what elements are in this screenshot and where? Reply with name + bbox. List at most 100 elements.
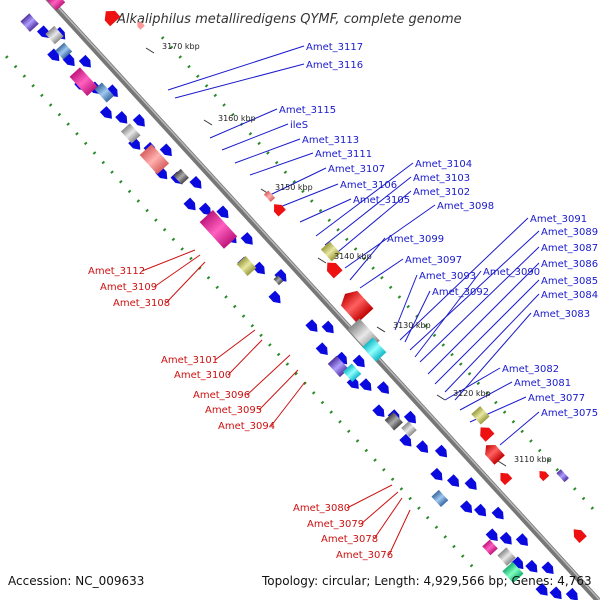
gc-dot bbox=[459, 362, 463, 366]
gene-arrow bbox=[305, 319, 318, 332]
gene-block bbox=[69, 67, 98, 97]
gene-label: Amet_3100 bbox=[174, 370, 231, 381]
gene-block bbox=[45, 25, 64, 45]
gene-block bbox=[482, 539, 498, 556]
gc-dot bbox=[467, 372, 472, 376]
gc-dot bbox=[460, 554, 465, 558]
gene-arrow bbox=[416, 440, 429, 453]
gene-block bbox=[273, 275, 284, 286]
gene-label: Amet_3083 bbox=[533, 309, 590, 320]
gc-dot bbox=[248, 132, 253, 136]
leader-line bbox=[209, 108, 278, 139]
gc-dot bbox=[380, 276, 384, 280]
gc-dot bbox=[83, 141, 88, 146]
gene-label: Amet_3095 bbox=[205, 405, 262, 416]
gene-arrow bbox=[189, 175, 202, 189]
gene-arrow bbox=[268, 290, 281, 304]
gene-arrow bbox=[252, 261, 265, 275]
tick-mark bbox=[145, 47, 155, 54]
leader-line bbox=[414, 270, 482, 358]
gene-block bbox=[139, 144, 170, 175]
accession-text: Accession: NC_009633 bbox=[8, 574, 144, 588]
gene-arrow bbox=[565, 587, 578, 600]
gc-dot bbox=[213, 93, 218, 98]
leader-line bbox=[360, 491, 399, 525]
gc-dot bbox=[283, 170, 288, 174]
tick-label-3160: 3160 kbp bbox=[218, 114, 256, 123]
gene-label: Amet_3117 bbox=[306, 42, 363, 53]
leader-line bbox=[359, 258, 404, 289]
gene-block bbox=[120, 123, 141, 144]
gc-dot bbox=[66, 122, 70, 126]
gene-block bbox=[502, 561, 524, 584]
gc-dot bbox=[452, 544, 456, 549]
gene-label: Amet_3112 bbox=[88, 266, 145, 277]
gc-dot bbox=[22, 74, 27, 78]
gc-dot bbox=[329, 410, 334, 414]
gene-label: Amet_3094 bbox=[218, 421, 275, 432]
gc-dot bbox=[450, 352, 454, 357]
leader-line bbox=[344, 204, 436, 269]
gene-arrow bbox=[62, 53, 75, 67]
gc-dot bbox=[469, 563, 474, 568]
gene-arrow bbox=[315, 342, 328, 355]
gc-dot bbox=[127, 189, 132, 194]
gene-label: Amet_3099 bbox=[387, 234, 444, 245]
gene-label: Amet_3109 bbox=[100, 282, 157, 293]
leader-line bbox=[315, 162, 414, 237]
gene-label: Amet_3077 bbox=[528, 393, 585, 404]
leader-line bbox=[332, 190, 412, 257]
gc-dot bbox=[250, 323, 255, 328]
gc-dot bbox=[180, 247, 184, 251]
gc-dot bbox=[195, 74, 200, 78]
gene-arrow bbox=[499, 531, 512, 545]
genome-summary-text: Topology: circular; Length: 4,929,566 bp… bbox=[261, 574, 592, 588]
gene-label: Amet_3092 bbox=[432, 287, 489, 298]
gene-label: Amet_3086 bbox=[541, 259, 598, 270]
gene-arrow bbox=[372, 404, 385, 417]
gc-dot bbox=[388, 285, 393, 290]
gene-arrow bbox=[359, 378, 372, 391]
leader-line bbox=[249, 152, 314, 176]
gene-label: Amet_3116 bbox=[306, 60, 363, 71]
gc-dot bbox=[373, 458, 377, 462]
leader-line bbox=[221, 123, 289, 151]
tick-label-3170: 3170 kbp bbox=[162, 42, 200, 51]
leader-line bbox=[165, 261, 206, 304]
gene-arrow bbox=[434, 444, 448, 458]
gc-dot bbox=[485, 391, 489, 395]
gene-features bbox=[20, 0, 587, 600]
leader-line bbox=[234, 138, 301, 164]
gc-dot bbox=[318, 208, 323, 213]
gene-arrow bbox=[346, 376, 359, 389]
gc-dot bbox=[364, 448, 369, 453]
gene-block bbox=[497, 547, 516, 566]
gc-dot bbox=[371, 266, 375, 270]
gene-arrow bbox=[460, 500, 473, 513]
gc-dot bbox=[222, 103, 226, 107]
leader-line bbox=[459, 381, 513, 411]
gene-arrow bbox=[500, 472, 513, 486]
gene-label: Amet_3105 bbox=[353, 195, 410, 206]
leader-line bbox=[349, 237, 386, 281]
gc-dot bbox=[268, 343, 272, 347]
gc-dot bbox=[40, 93, 44, 98]
label-leaders bbox=[141, 45, 540, 556]
gene-label: Amet_3104 bbox=[415, 159, 472, 170]
tick-mark bbox=[497, 460, 507, 467]
gene-arrow bbox=[216, 205, 229, 219]
leader-line bbox=[499, 411, 540, 446]
genome-backbone bbox=[45, 0, 600, 600]
gc-dot bbox=[274, 160, 279, 165]
leader-line bbox=[167, 45, 305, 91]
tick-mark bbox=[436, 394, 446, 401]
gc-dot bbox=[345, 237, 349, 242]
gc-dot bbox=[590, 506, 595, 510]
leader-line bbox=[419, 246, 540, 363]
leader-line bbox=[399, 217, 529, 341]
gene-arrow bbox=[340, 290, 374, 324]
gc-dot bbox=[397, 295, 402, 299]
tick-mark bbox=[317, 257, 327, 264]
leader-line bbox=[269, 167, 327, 196]
